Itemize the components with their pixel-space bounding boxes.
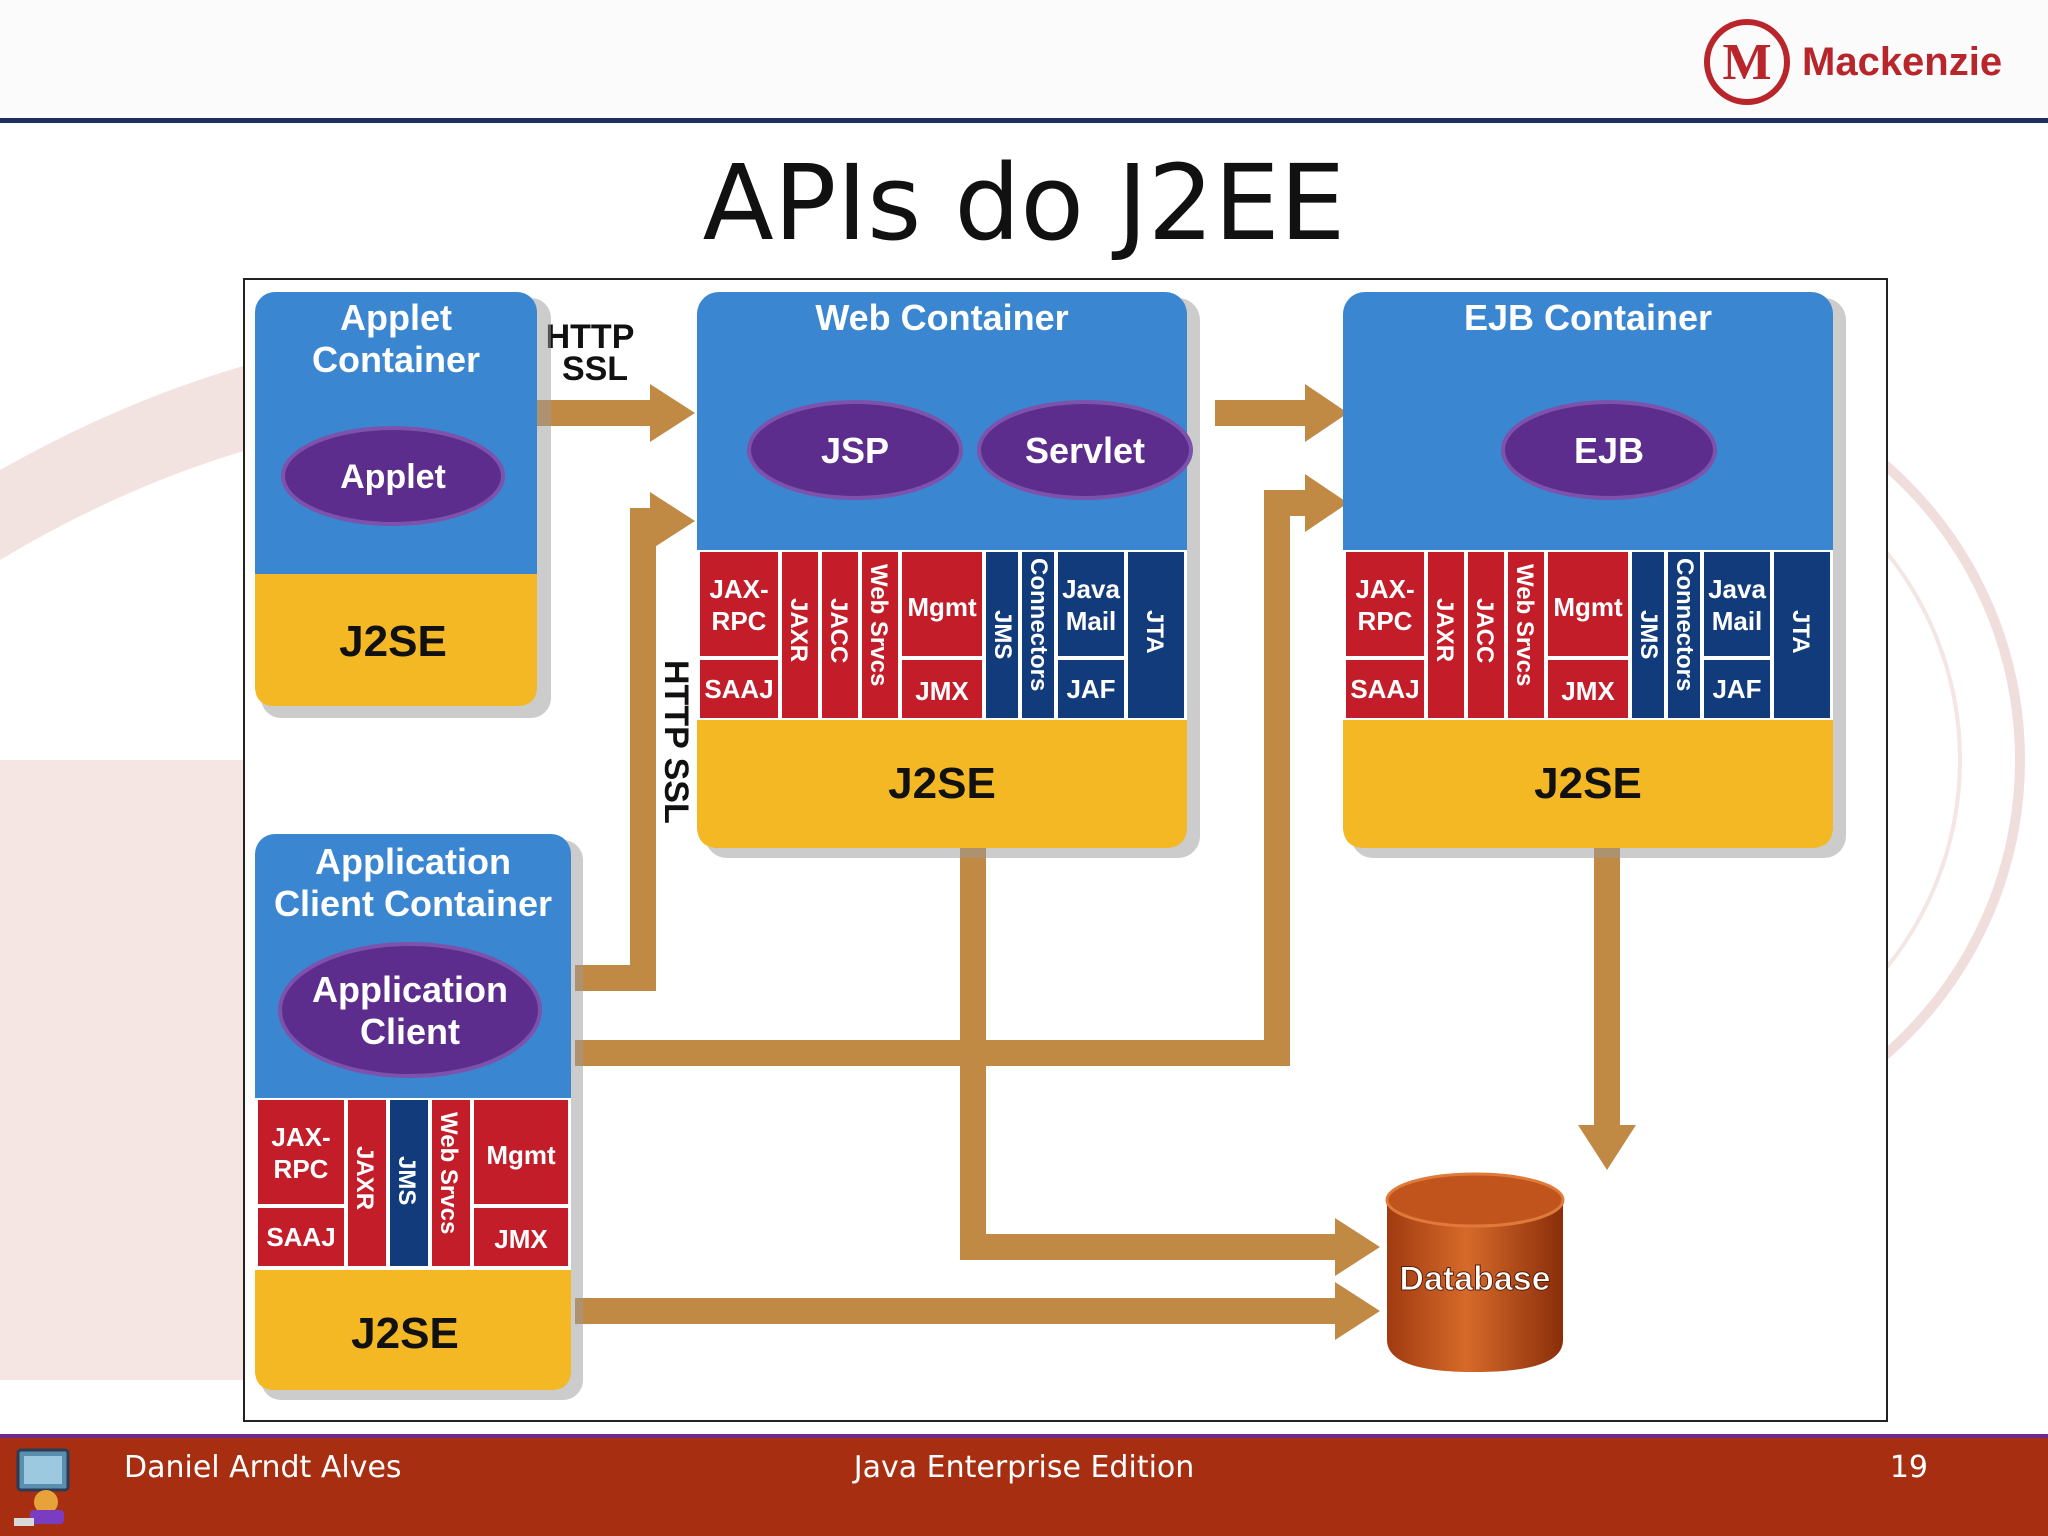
footer-author: Daniel Arndt Alves (124, 1450, 402, 1485)
web-api-rpc: RPC (712, 606, 767, 636)
slide-title: APIs do J2EE (702, 142, 1346, 264)
client-api-saaj: SAAJ (266, 1222, 335, 1252)
web-api-jax: JAX- (709, 574, 768, 604)
web-api-jaf: JAF (1066, 674, 1115, 704)
client-api-jms: JMS (393, 1156, 420, 1205)
ejb-api-websrvcs: Web Srvcs (1511, 564, 1538, 686)
web-api-jmx: JMX (915, 676, 969, 706)
client-api-jax: JAX- (271, 1122, 330, 1152)
web-api-saaj: SAAJ (704, 674, 773, 704)
servlet-component-label: Servlet (1025, 430, 1145, 471)
ejb-api-jmx: JMX (1561, 676, 1615, 706)
ejb-api-mgmt: Mgmt (1553, 592, 1623, 622)
computer-user-icon (14, 1448, 70, 1526)
ejb-api-jms: JMS (1635, 610, 1662, 659)
footer-bar (0, 1434, 2048, 1536)
jsp-component-label: JSP (821, 430, 889, 471)
mackenzie-logo: M Mackenzie (1704, 16, 2034, 108)
applet-j2se-label: J2SE (339, 617, 447, 666)
app-client-component-2: Client (360, 1011, 460, 1052)
footer-divider (0, 1434, 2048, 1438)
web-container-title: Web Container (815, 297, 1068, 338)
ejb-container-title: EJB Container (1464, 297, 1712, 338)
header-divider (0, 118, 2048, 123)
ejb-api-rpc: RPC (1358, 606, 1413, 636)
web-api-jta: JTA (1141, 610, 1168, 654)
connector-arrows (535, 384, 1636, 1340)
http-ssl-vertical-label: HTTP SSL (657, 660, 695, 824)
web-api-connectors: Connectors (1025, 558, 1052, 691)
logo-emblem: M (1704, 19, 1790, 105)
app-client-title-1: Application (315, 841, 511, 882)
web-api-java: Java (1062, 574, 1120, 604)
http-label: HTTP (546, 318, 635, 356)
web-api-websrvcs: Web Srvcs (865, 564, 892, 686)
client-api-rpc: RPC (274, 1154, 329, 1184)
ejb-api-connectors: Connectors (1671, 558, 1698, 691)
ejb-api-jta: JTA (1787, 610, 1814, 654)
ejb-api-jacc: JACC (1471, 598, 1498, 663)
ejb-j2se-label: J2SE (1534, 759, 1642, 808)
ssl-label: SSL (562, 350, 628, 388)
ejb-api-java: Java (1708, 574, 1766, 604)
page-number: 19 (1889, 1450, 1928, 1485)
applet-container-title-1: Applet (340, 297, 452, 338)
app-client-title-2: Client Container (274, 883, 552, 924)
ejb-component-label: EJB (1574, 430, 1644, 471)
ejb-container: EJB Container EJB JAX- RPC SAAJ (1343, 292, 1846, 858)
web-api-jacc: JACC (825, 598, 852, 663)
database-cylinder: Database (1385, 1172, 1565, 1372)
app-client-j2se-label: J2SE (351, 1309, 459, 1358)
ejb-api-jax: JAX- (1355, 574, 1414, 604)
web-container: Web Container JSP Servlet JAX- (697, 292, 1200, 858)
ejb-api-mail: Mail (1712, 606, 1763, 636)
app-client-container: Application Client Container Application… (255, 834, 583, 1400)
logo-text: Mackenzie (1802, 39, 2003, 84)
client-api-websrvcs: Web Srvcs (435, 1112, 462, 1234)
web-api-mgmt: Mgmt (907, 592, 977, 622)
j2ee-architecture-diagram: HTTP SSL HTTP SSL Applet Container Apple… (243, 278, 1888, 1422)
web-api-jms: JMS (989, 610, 1016, 659)
applet-component-label: Applet (340, 458, 446, 496)
client-api-mgmt: Mgmt (486, 1140, 556, 1170)
diagram-canvas: HTTP SSL HTTP SSL Applet Container Apple… (255, 292, 1846, 1400)
client-api-jmx: JMX (494, 1224, 548, 1254)
footer-course: Java Enterprise Edition (853, 1450, 1195, 1485)
database-label: Database (1399, 1260, 1550, 1298)
applet-container: Applet Container Applet J2SE (255, 292, 551, 718)
ejb-api-saaj: SAAJ (1350, 674, 1419, 704)
applet-container-title-2: Container (312, 339, 480, 380)
client-api-jaxr: JAXR (351, 1146, 378, 1210)
ejb-api-jaxr: JAXR (1431, 598, 1458, 662)
web-api-mail: Mail (1066, 606, 1117, 636)
ejb-api-jaf: JAF (1712, 674, 1761, 704)
app-client-component-1: Application (312, 969, 508, 1010)
web-j2se-label: J2SE (888, 759, 996, 808)
web-api-jaxr: JAXR (785, 598, 812, 662)
